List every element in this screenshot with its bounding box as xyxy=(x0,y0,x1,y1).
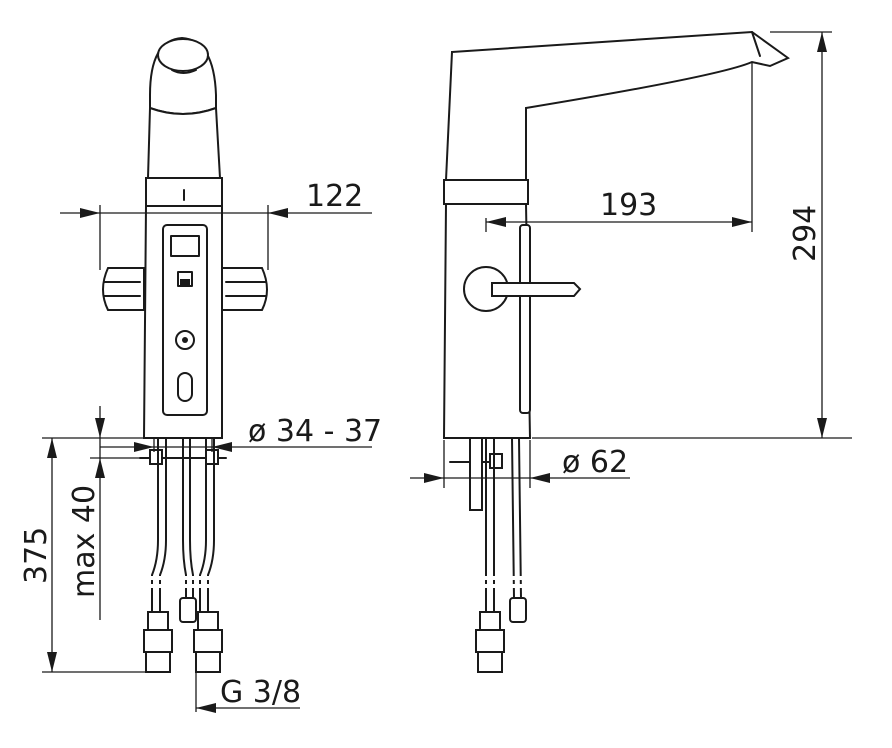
side-cable-connector xyxy=(509,597,527,623)
front-fitting-right-b xyxy=(193,629,223,653)
front-hose-left-2 xyxy=(159,437,167,613)
front-left-knob-detail xyxy=(103,281,141,297)
side-cable-2 xyxy=(518,437,522,599)
front-cable-2 xyxy=(189,437,194,599)
front-fitting-left-b xyxy=(143,629,173,653)
side-view xyxy=(442,30,790,673)
front-control-panel xyxy=(162,224,208,416)
side-mount-nut xyxy=(489,453,503,469)
dim-40-arrow-top xyxy=(95,418,105,438)
front-display xyxy=(170,235,200,257)
side-fitting-a xyxy=(479,611,501,631)
dimension-labels: 122 193 294 ø 34 - 37 ø 62 375 max 40 G … xyxy=(19,179,823,710)
side-mount-rod xyxy=(469,437,483,511)
dim-62-arrow-right xyxy=(530,473,550,483)
front-hose-left xyxy=(151,437,159,613)
side-spout-tip xyxy=(751,31,761,57)
front-sensor-fill xyxy=(180,279,190,285)
label-max-40: max 40 xyxy=(67,485,102,598)
label-375: 375 xyxy=(19,527,54,584)
front-right-knob-detail xyxy=(225,281,267,297)
front-slot xyxy=(177,372,193,402)
front-spout-outlet xyxy=(157,38,209,72)
label-193: 193 xyxy=(600,188,657,223)
front-left-knob xyxy=(102,267,145,311)
front-hose-right-2 xyxy=(207,437,215,613)
side-panel-edge xyxy=(519,224,531,414)
dim-193-arrow-right xyxy=(732,217,752,227)
front-hose-right xyxy=(199,437,207,613)
side-body xyxy=(442,203,532,439)
front-fitting-left-c xyxy=(145,651,171,673)
front-sensor-window xyxy=(177,271,193,287)
label-122: 122 xyxy=(306,179,363,214)
front-right-knob xyxy=(221,267,268,311)
dim-375-arrow-top xyxy=(47,438,57,458)
side-lever-handle xyxy=(491,282,582,297)
side-collar xyxy=(443,179,529,205)
dim-122-arrow-left xyxy=(80,208,100,218)
front-fitting-right-c xyxy=(195,651,221,673)
front-outlet-slot xyxy=(171,69,197,74)
side-fitting-c xyxy=(477,651,503,673)
side-spout xyxy=(444,30,790,181)
front-mount-nut-left xyxy=(149,449,163,465)
label-294: 294 xyxy=(788,205,823,262)
dim-294-arrow-top xyxy=(817,32,827,52)
dim-40-arrow-bottom xyxy=(95,458,105,478)
side-fitting-b xyxy=(475,629,505,653)
front-upper-body xyxy=(146,106,222,179)
dim-34-arrow-left xyxy=(134,442,154,452)
label-base-diameter: ø 62 xyxy=(562,445,628,480)
front-view xyxy=(102,36,268,673)
dim-34-arrow-right xyxy=(212,442,232,452)
label-mount-hole: ø 34 - 37 xyxy=(248,414,382,449)
front-fitting-left-a xyxy=(147,611,169,631)
dimension-lines xyxy=(42,31,852,713)
front-mount-nut-right xyxy=(205,449,219,465)
dim-375-arrow-bottom xyxy=(47,652,57,672)
front-button-inner xyxy=(182,337,188,343)
front-cable xyxy=(182,437,187,599)
label-thread: G 3/8 xyxy=(220,675,301,710)
dim-62-arrow-left xyxy=(424,473,444,483)
dim-g38-arrow xyxy=(196,703,216,713)
front-fitting-right-a xyxy=(197,611,219,631)
dim-294-arrow-bottom xyxy=(817,418,827,438)
dim-193-arrow-left xyxy=(486,217,506,227)
side-cable xyxy=(511,437,515,599)
dim-122-arrow-right xyxy=(268,208,288,218)
front-cable-connector xyxy=(179,597,197,623)
front-button-outer xyxy=(175,330,195,350)
